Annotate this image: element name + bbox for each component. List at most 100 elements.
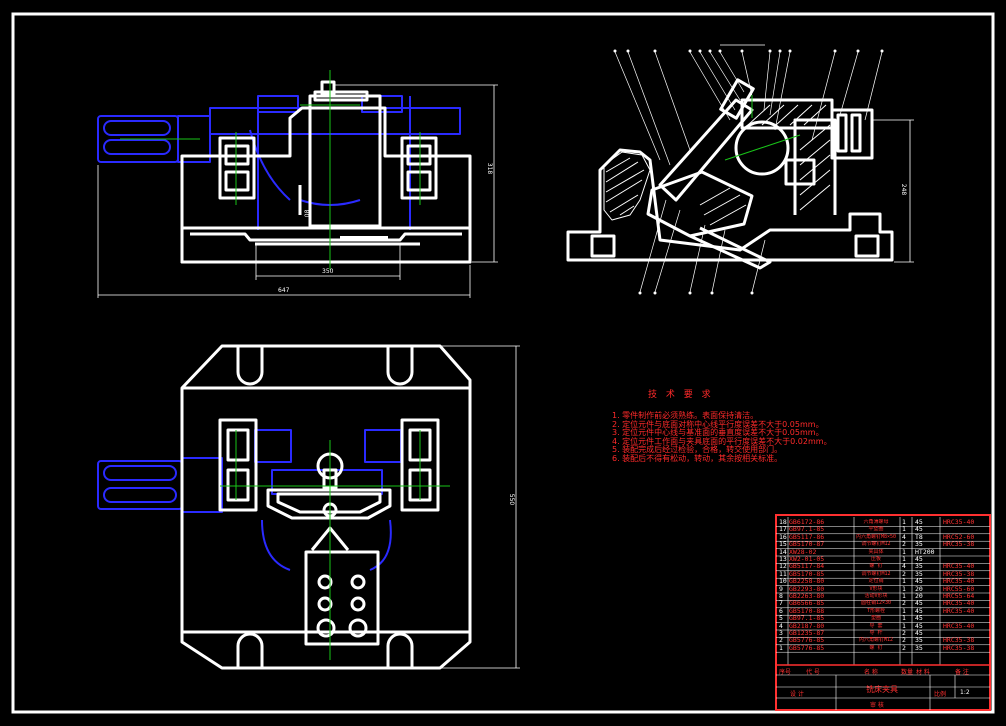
balloon-marker: [626, 49, 630, 53]
bom-cell-material: 45: [915, 519, 923, 526]
bom-header-no: 序号: [779, 669, 792, 676]
balloon-marker: [856, 49, 860, 53]
bom-cell-remark: HRC55-64: [943, 593, 975, 600]
dim-front-mid: 80: [302, 209, 310, 218]
requirement-item: 4. 定位元件工作面与夹具底面的平行度误差不大于0.02mm。: [612, 436, 832, 446]
bom-cell-no: 7: [779, 600, 783, 608]
bom-cell-no: 18: [779, 519, 787, 526]
front-view: [97, 70, 498, 298]
bom-cell-remark: HRC35-38: [943, 570, 975, 578]
dim-front-inner: 350: [322, 268, 334, 275]
bom-cell-qty: 1: [902, 607, 906, 615]
bom-cell-code: GB5117-84: [789, 563, 825, 571]
bom-cell-remark: HRC35-40: [943, 519, 975, 526]
drawing-name: 铣床夹具: [866, 685, 898, 694]
bom-cell-qty: 2: [902, 541, 906, 549]
bom-cell-code: GB5776-85: [789, 644, 825, 652]
bom-cell-no: 14: [779, 548, 787, 556]
bom-cell-qty: 1: [902, 526, 906, 534]
plan-view-white-parts: [180, 344, 472, 670]
bom-cell-material: 45: [915, 556, 923, 563]
requirement-item: 1. 零件制作前必须熟练。表面保持清洁。: [612, 411, 759, 420]
bom-cell-code: GB6172-86: [789, 519, 825, 526]
requirement-item: 3. 定位元件中心线与基准面的垂直度误差不大于0.05mm。: [612, 428, 824, 438]
balloon-marker: [688, 291, 692, 295]
balloon-marker: [788, 49, 792, 53]
bom-cell-material: 45: [915, 630, 923, 637]
bom-cell-name: 调节螺钉M12: [861, 541, 891, 548]
bom-cell-material: 35: [915, 644, 923, 652]
scale-label: 比例: [934, 691, 947, 698]
bom-cell-qty: 2: [902, 600, 906, 608]
bom-cell-material: 35: [915, 570, 923, 578]
bom-cell-name: 螺 钉: [869, 644, 883, 651]
bom-cell-code: GB5776-85: [789, 637, 825, 645]
side-view-balloons: [613, 49, 884, 295]
bom-cell-qty: 1: [902, 519, 906, 526]
balloon-marker: [768, 49, 772, 53]
bom-cell-material: 20: [915, 593, 923, 600]
bom-cell-no: 11: [779, 570, 787, 578]
front-view-centerlines: [120, 70, 421, 270]
designer-label: 设 计: [790, 691, 804, 698]
bom-cell-no: 10: [779, 578, 787, 586]
front-view-blue-parts: [97, 95, 461, 230]
bom-cell-no: 6: [779, 607, 783, 615]
bom-cell-qty: 2: [902, 644, 906, 652]
bom-cell-code: XW28-02: [789, 548, 817, 556]
balloon-marker: [698, 49, 702, 53]
bom-cell-no: 5: [779, 615, 783, 623]
bom-cell-name: 内六角螺钉M12: [858, 637, 894, 644]
bom-cell-code: GB97.1-85: [789, 615, 825, 623]
bom-cell-name: T形螺栓: [866, 607, 885, 614]
balloon-marker: [750, 291, 754, 295]
bom-cell-qty: 1: [902, 578, 906, 586]
bom-cell-code: GB1235-87: [789, 630, 825, 637]
bom-cell-name: 导 套: [869, 622, 883, 629]
balloon-marker: [638, 291, 642, 295]
bom-header-qty: 数量: [901, 669, 914, 676]
bom-cell-material: 45: [915, 600, 923, 608]
bom-cell-remark: HRC35-40: [943, 607, 975, 615]
dim-side-height: 248: [900, 183, 908, 196]
balloon-marker: [718, 49, 722, 53]
bom-cell-qty: 1: [902, 622, 906, 630]
drawing-frame: [11, 12, 995, 714]
requirement-item: 6. 装配后不得有松动，转动，其余按相关标准。: [612, 453, 783, 463]
balloon-marker: [833, 49, 837, 53]
bom-cell-name: V形块: [869, 585, 883, 592]
balloon-marker: [653, 291, 657, 295]
bom-cell-material: 35: [915, 563, 923, 571]
bom-cell-code: GB5170-87: [789, 541, 825, 549]
bom-cell-name: 六角薄螺母: [863, 519, 889, 525]
balloon-marker: [778, 49, 782, 53]
bom-table-grid: [775, 514, 991, 711]
bom-cell-code: GB6566-85: [789, 600, 825, 608]
plan-view-dimension: [440, 345, 520, 669]
bom-cell-name: 定位销: [868, 578, 884, 585]
requirement-item: 2. 定位元件与底面对称中心线平行度误差不大于0.05mm。: [612, 419, 824, 429]
bom-header-rem: 备 注: [955, 669, 969, 676]
bom-cell-name: 螺 钉: [869, 563, 883, 570]
bom-cell-no: 4: [779, 622, 783, 630]
balloon-marker: [710, 291, 714, 295]
front-view-dimensions: [97, 84, 498, 298]
bom-cell-code: GB5117-86: [789, 533, 825, 541]
side-view-centerlines: [724, 95, 801, 161]
bom-cell-name: 平垫圈: [868, 526, 884, 533]
bom-cell-no: 12: [779, 563, 787, 571]
balloon-marker: [740, 49, 744, 53]
side-view-white-parts: [566, 78, 894, 270]
bom-cell-no: 9: [779, 585, 783, 593]
dim-front-width: 647: [278, 287, 290, 294]
bom-cell-code: XW2-01-05: [789, 556, 825, 563]
bom-header-name: 名 称: [864, 669, 878, 676]
bom-cell-name: 圆柱销12×30: [860, 600, 892, 607]
